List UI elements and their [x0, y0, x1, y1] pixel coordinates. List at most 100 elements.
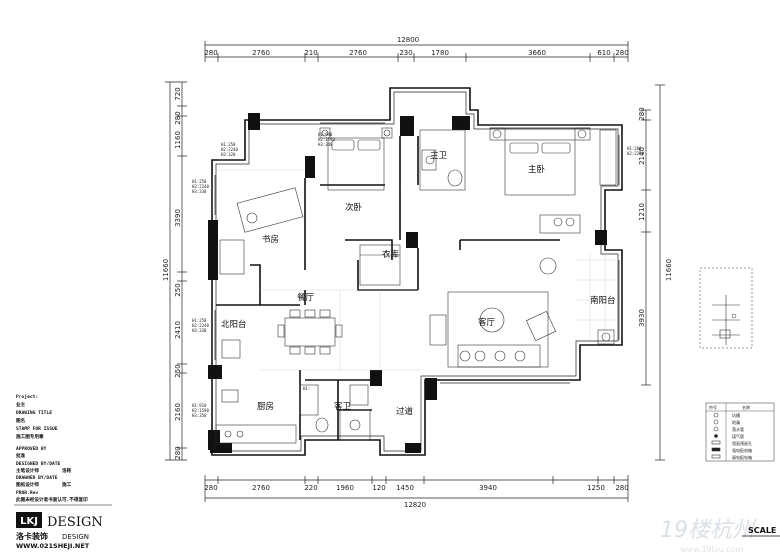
legend-col-name: 名称 — [742, 404, 750, 410]
key-plan — [699, 267, 753, 349]
dimension-label: 250 — [174, 364, 182, 377]
approved-value: 批准 — [16, 452, 26, 459]
watermark-domain: www.19lou.com — [680, 545, 744, 554]
dimension-label: 2760 — [349, 49, 367, 57]
scale-label: SCALE — [748, 526, 776, 535]
dimension-label: 3940 — [479, 484, 497, 492]
legend-item: 弱电配电箱 — [732, 454, 752, 460]
dimension-label: 230 — [399, 49, 412, 57]
designed-label: DESIGNED BY/DATE — [16, 461, 60, 467]
dimension-label: 220 — [304, 484, 317, 492]
legend-item: 地漏 — [732, 419, 740, 425]
dimension-label: 2760 — [252, 49, 270, 57]
dimension-label: 280 — [174, 446, 182, 459]
right-total-dimension: 11660 — [665, 259, 673, 281]
designed-value: 主笔设计师 — [16, 467, 39, 474]
dimension-label: 1450 — [396, 484, 414, 492]
legend-item: 强电配电箱 — [732, 447, 752, 453]
dimension-label: 2410 — [174, 321, 182, 339]
dimension-label: 1250 — [587, 484, 605, 492]
room-label-study: 书房 — [262, 234, 279, 245]
logo-design-text: DESIGN — [47, 515, 103, 530]
room-label-living: 客厅 — [478, 317, 496, 328]
window-note: H3:320 — [221, 152, 236, 157]
dimension-label: 610 — [597, 49, 610, 57]
room-label-closet: 衣库 — [382, 249, 400, 260]
legend-item: 煤气管 — [732, 433, 744, 439]
dimension-label: 3390 — [174, 209, 182, 227]
dimension-label: 1210 — [638, 203, 646, 221]
window-note: H3:330 — [192, 328, 207, 333]
room-label-second-bedroom: 次卧 — [345, 202, 363, 213]
legend-item: 坑槽 — [732, 412, 740, 418]
watermark: 19楼杭州 www.19lou.com — [660, 518, 757, 554]
designer-name: 洛韩 — [62, 467, 72, 474]
window-note: H2:1590 — [318, 137, 335, 142]
drawn-value: 图纸设计师 — [16, 481, 39, 488]
project-label: Project: — [16, 393, 38, 400]
right-dimension-chain: 280 2140 1210 3930 11660 — [638, 84, 673, 461]
dimension-label: 1780 — [431, 49, 449, 57]
top-total-dimension: 12800 — [397, 36, 419, 44]
dimension-label: 280 — [615, 484, 628, 492]
top-dimension-chain: 12800 280 2760 210 2760 230 1780 3660 61… — [204, 36, 629, 62]
logo-mark-text: LKJ — [20, 516, 38, 527]
window-note: H1:250 — [192, 179, 207, 184]
left-total-dimension: 11660 — [162, 259, 170, 281]
window-note: H1:280 — [627, 146, 642, 151]
room-label-north-balcony: 北阳台 — [221, 319, 247, 330]
bottom-total-dimension: 12820 — [404, 501, 426, 509]
logo-design-small: DESIGN — [62, 533, 89, 541]
dimension-label: 250 — [174, 283, 182, 296]
window-note: H3:350 — [192, 413, 207, 418]
dimension-label: 3660 — [528, 49, 546, 57]
dimension-label: 280 — [615, 49, 628, 57]
window-note: H2:2240 — [192, 184, 209, 189]
drawn-name: 施工 — [61, 481, 72, 488]
window-note: H2:1590 — [192, 408, 209, 413]
dimension-label: 720 — [174, 87, 182, 100]
dimension-label: 1960 — [336, 484, 354, 492]
walls — [208, 87, 623, 456]
drawing-title-label: DRAWING TITLE — [16, 410, 52, 416]
window-note: H1:940 — [318, 132, 333, 137]
room-label-south-balcony: 南阳台 — [590, 295, 616, 306]
title-block: Project: 业主 DRAWING TITLE 图名 STAMP FOR I… — [14, 393, 112, 550]
legend-col-symbol: 符号 — [709, 404, 717, 410]
company-logo-mark — [16, 512, 42, 528]
dimension-label: 280 — [204, 49, 217, 57]
dimension-label: 3930 — [638, 309, 646, 327]
window-note: H1:250 — [192, 318, 207, 323]
bottom-dimension-chain: 280 2760 220 1960 120 1450 3940 1250 280… — [204, 475, 629, 509]
left-dimension-chain: 11660 720 280 1160 3390 250 2410 250 216… — [162, 81, 187, 461]
dimension-label: 120 — [372, 484, 385, 492]
room-label-master-bedroom: 主卧 — [528, 164, 546, 175]
legend-item: 落水管 — [732, 426, 744, 432]
dimension-label: 2140 — [638, 147, 646, 165]
room-label-dining: 餐厅 — [297, 293, 315, 303]
warning-note: 此图未经设计者书面认可,不得复印 — [16, 496, 88, 503]
window-note: H3:340 — [318, 142, 333, 147]
window-note: H1:250 — [221, 142, 236, 147]
window-note: H3:330 — [192, 189, 207, 194]
dimension-label: 2760 — [252, 484, 270, 492]
dimension-label: 1160 — [174, 131, 182, 149]
dimension-label: 2160 — [174, 403, 182, 421]
window-height-notes: H1:250 H2:2240 H3:320 H1:940 H2:1590 H3:… — [192, 132, 644, 418]
stamp-label: STAMP FOR ISSUE — [16, 426, 58, 432]
room-label-master-bath: 主卫 — [430, 150, 448, 161]
room-label-kitchen: 厨房 — [257, 401, 274, 412]
dimension-label: 280 — [204, 484, 217, 492]
drawing-title-value: 图名 — [16, 417, 25, 424]
project-value: 业主 — [16, 401, 26, 408]
watermark-text: 19楼杭州 — [660, 518, 757, 543]
window-note: H1: — [303, 386, 310, 391]
stamp-value: 施工图专用章 — [15, 433, 44, 440]
furniture — [215, 127, 618, 444]
window-note: H1:910 — [192, 403, 207, 408]
dimension-label: 210 — [304, 49, 317, 57]
window-note: H2:2220 — [627, 151, 644, 156]
room-labels: 书房 次卧 主卫 主卧 衣库 北阳台 餐厅 客厅 南阳台 厨房 客卫 过道 — [221, 150, 616, 417]
website-text: WWW.021SHEJI.NET — [16, 542, 90, 550]
